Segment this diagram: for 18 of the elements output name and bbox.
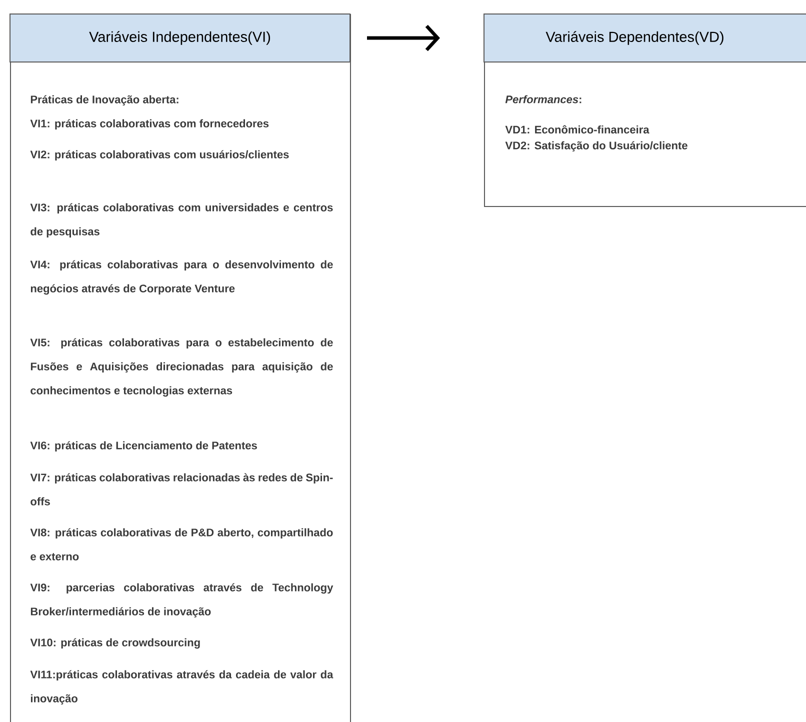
paragraph: VI9: parcerias colaborativas através de Technology Broker/intermediários de inovação (30, 583, 334, 618)
paragraph: VD1: Econômico-financeira (505, 125, 650, 134)
paragraph: Práticas de Inovação aberta: (30, 95, 178, 106)
paragraph: VI3: práticas colaborativas com universidades e centros de pesquisas (30, 203, 333, 238)
arrow (367, 24, 440, 52)
paragraph: VI7: práticas colaborativas relacionadas às redes de Spin-offs (30, 473, 333, 506)
paragraph: VI1: práticas colaborativas com fornecedores (30, 119, 269, 130)
paragraph: VD2: Satisfação do Usuário/cliente (505, 141, 688, 152)
paragraph: VI2: práticas colaborativas com usuários/clientes (30, 150, 289, 161)
panel-header: Variáveis Dependentes(VD) (484, 14, 806, 62)
paragraph: VI5: práticas colaborativas para o estabelecimento de Fusões e Aquisições direcionadas para aquisição de conhecimentos e tecnologias externas (30, 338, 333, 397)
paragraph: VI4: práticas colaborativas para o desenvolvimento de negócios através de Corporate Venture (30, 260, 333, 295)
paragraph: VI8: práticas colaborativas de P&D aberto, compartilhado e externo (30, 528, 333, 560)
paragraph: Performances: (505, 95, 582, 104)
paragraph: VI10: práticas de crowdsourcing (30, 638, 200, 649)
paragraph: VI6: práticas de Licenciamento de Patentes (30, 441, 257, 452)
panel-header: Variáveis Independentes(VI) (10, 14, 350, 62)
paragraph: VI11:práticas colaborativas através da cadeia de valor da inovação (30, 670, 334, 705)
